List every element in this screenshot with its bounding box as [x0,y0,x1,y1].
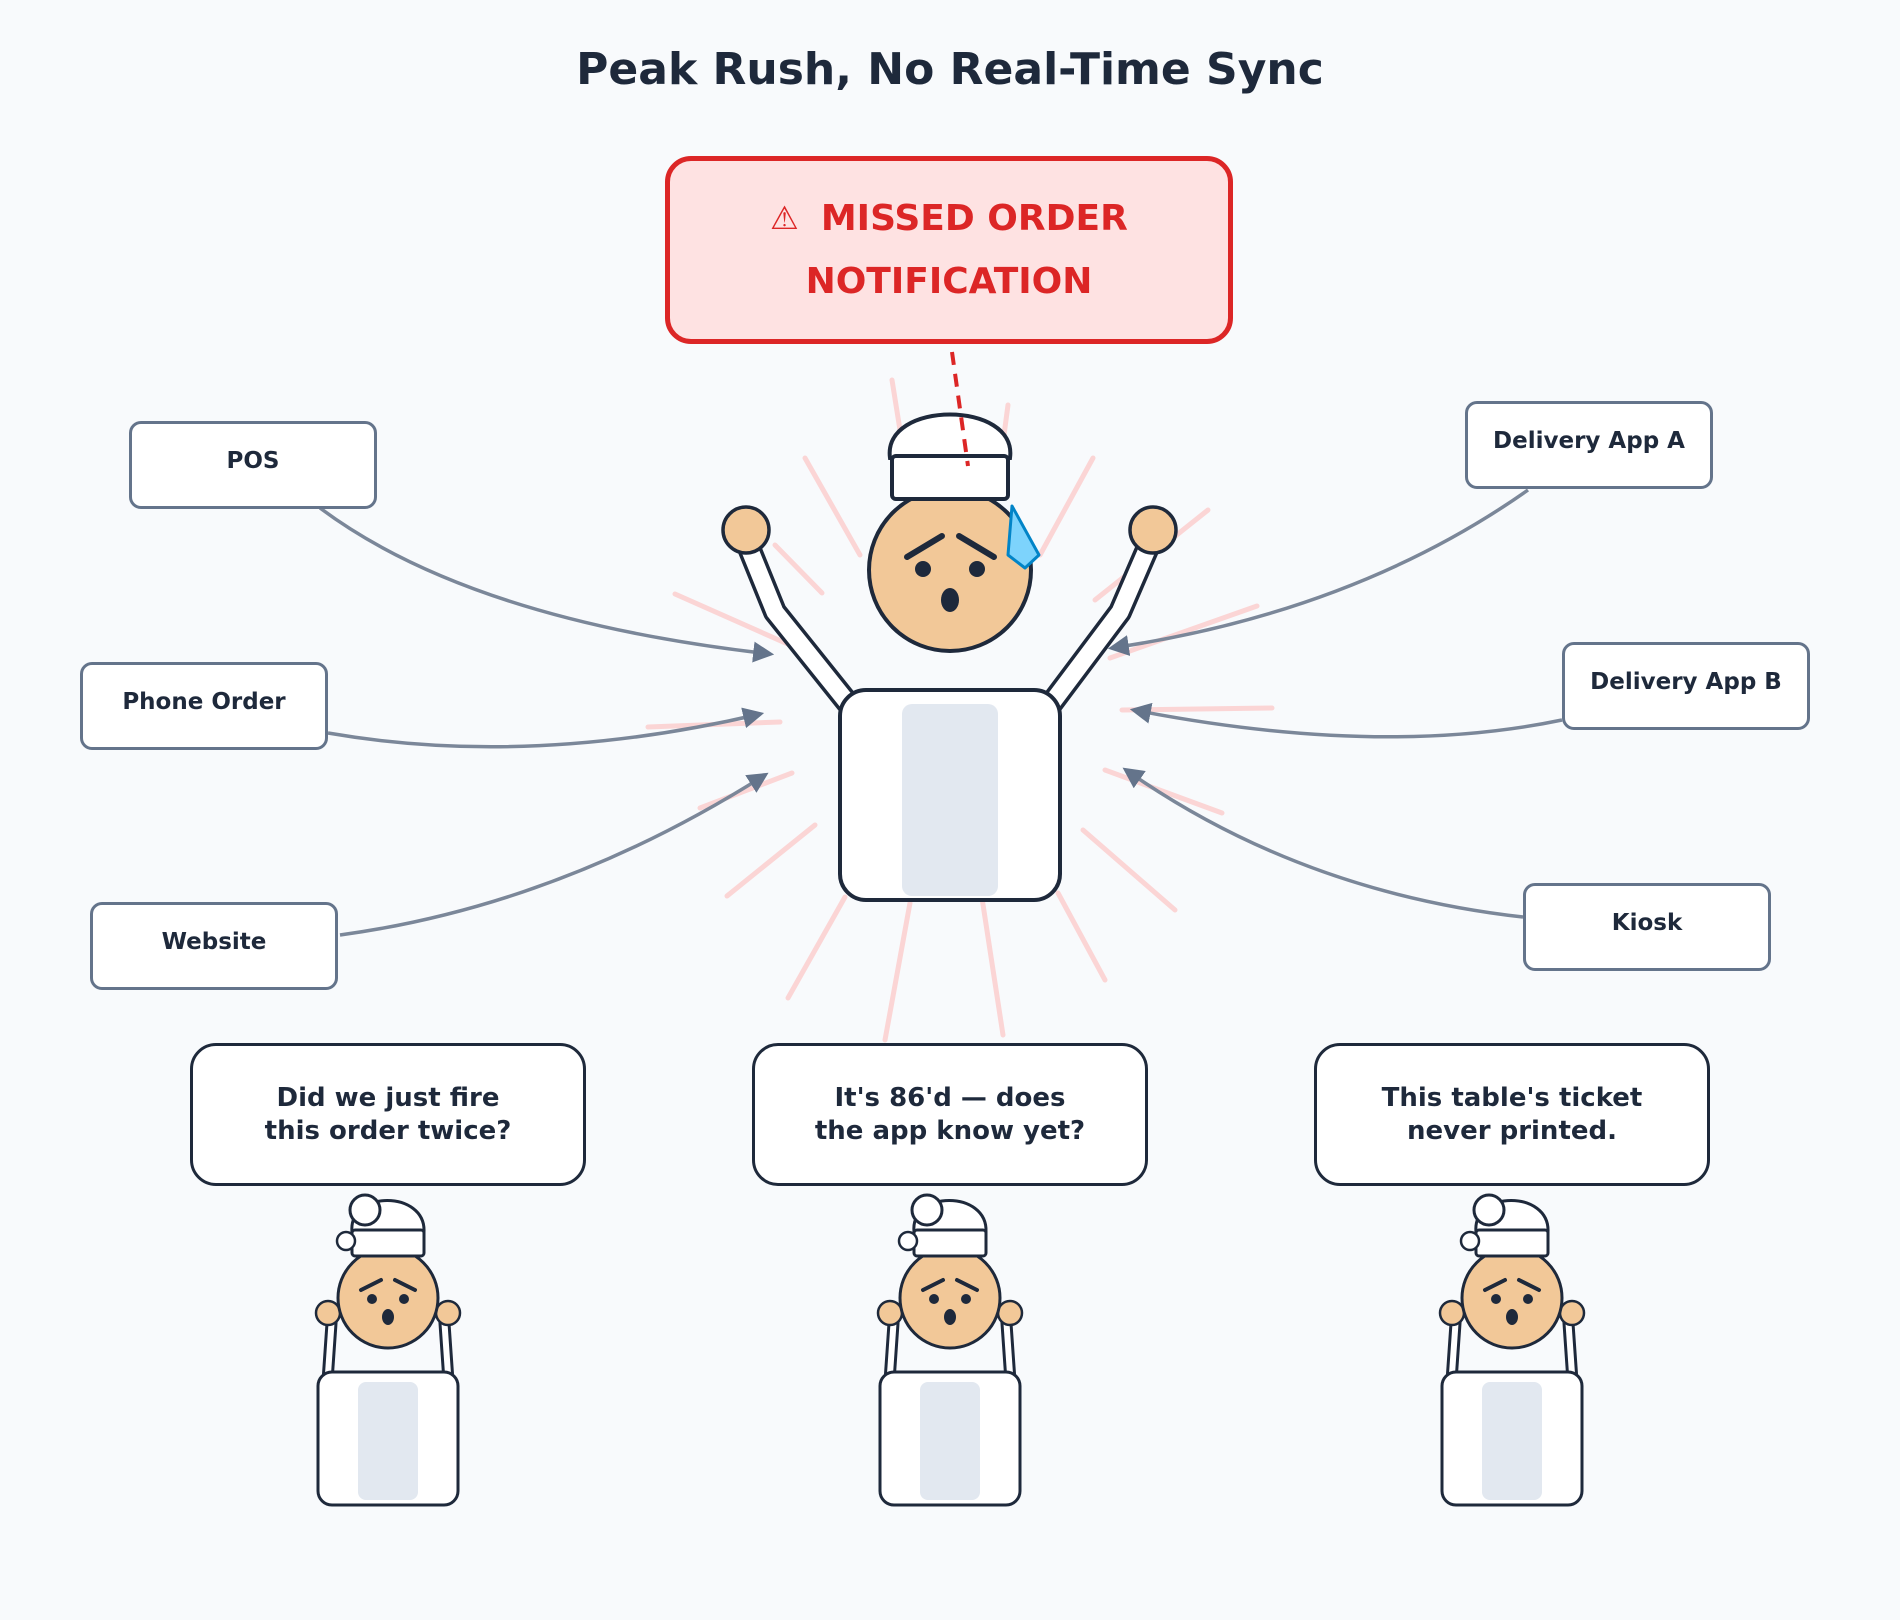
arrow-website [339,772,769,937]
bubble-text: This table's ticket never printed. [1381,1082,1643,1146]
bubble-text: It's 86'd — does the app know yet? [814,1082,1086,1146]
channel-arrows [318,488,1563,937]
chef-hat-band [890,454,1010,501]
small-chef-center [876,1193,1024,1507]
small-chef-right [1438,1193,1586,1507]
chef-right-hand [1128,505,1178,555]
channel-label: Delivery App A [1493,428,1685,454]
sweat-drop-icon [1006,504,1041,570]
arrow-delivery-app-a [1107,488,1530,656]
speech-bubble-left: Did we just fire this order twice? [190,1043,586,1186]
channel-delivery-app-b: Delivery App B [1562,642,1810,730]
chef-eye-right [969,561,985,577]
arrow-pos [318,506,775,663]
channel-label: Website [161,929,267,955]
worried-face [904,533,997,560]
chef-arms [733,526,1164,724]
channel-label: Delivery App B [1590,669,1782,695]
speech-bubble-center: It's 86'd — does the app know yet? [752,1043,1148,1186]
central-chef [721,412,1178,902]
channel-phone-order: Phone Order [80,662,328,750]
page-title: Peak Rush, No Real-Time Sync [576,44,1324,95]
chef-eye-left [915,561,931,577]
channel-label: Phone Order [122,689,286,715]
speech-bubble-right: This table's ticket never printed. [1314,1043,1710,1186]
chef-apron [902,704,998,896]
chef-hat-top [887,412,1013,460]
alert-connector [950,351,970,467]
alert-line-1: MISSED ORDER [820,198,1128,239]
channel-kiosk: Kiosk [1523,883,1771,971]
arrow-phone-order [327,707,765,749]
missed-order-alert: ⚠ MISSED ORDER NOTIFICATION [665,156,1233,344]
arrow-kiosk [1122,767,1524,919]
bubble-text: Did we just fire this order twice? [264,1082,512,1146]
alert-line-2: NOTIFICATION [805,261,1093,302]
channel-website: Website [90,902,338,990]
small-chef-left [314,1193,462,1507]
arrow-delivery-app-b [1129,702,1563,739]
chef-head [867,487,1033,653]
channel-delivery-app-a: Delivery App A [1465,401,1713,489]
channel-label: Kiosk [1611,910,1683,936]
chef-left-hand [721,505,771,555]
channel-label: POS [226,448,280,474]
chef-mouth [941,588,959,612]
warning-icon: ⚠ [770,199,799,237]
channel-pos: POS [129,421,377,509]
